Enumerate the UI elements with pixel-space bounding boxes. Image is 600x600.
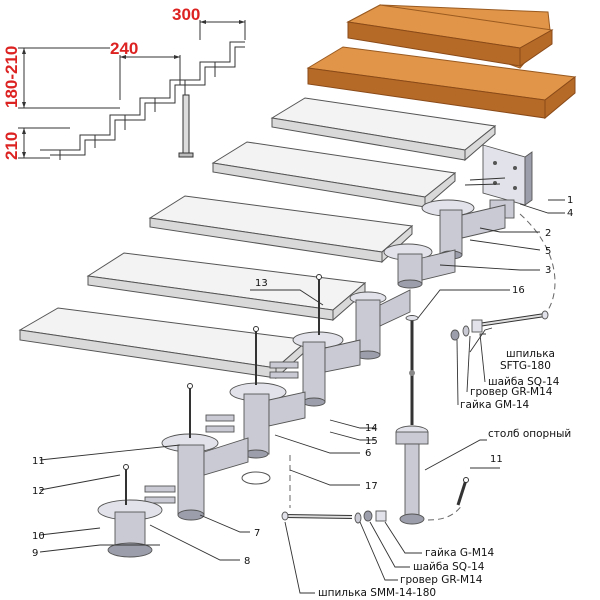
tread-studs	[123, 274, 322, 505]
callout-5: 5	[545, 246, 551, 257]
dim-first-riser: 210	[2, 132, 21, 160]
callout-11-left: 11	[32, 456, 45, 467]
callout-17: 17	[365, 481, 378, 492]
step-module-bottom	[97, 499, 163, 558]
callout-14: 14	[365, 423, 378, 434]
callout-10: 10	[32, 531, 45, 542]
label-washer-sq-top: шайба SQ-14	[488, 376, 560, 388]
stair-side-sketch	[18, 20, 246, 160]
callout-3: 3	[545, 265, 551, 276]
callout-12: 12	[32, 486, 45, 497]
label-stud-sftg-line2: SFTG-180	[500, 360, 551, 372]
label-nut-gm: гайка GM-14	[460, 399, 530, 411]
callout-1: 1	[567, 195, 573, 206]
tread-board-4	[86, 252, 367, 322]
tread-board-5	[18, 307, 310, 380]
callout-8: 8	[244, 556, 250, 567]
guide-arc-upper	[519, 213, 556, 311]
support-post	[395, 425, 429, 525]
wall-bracket	[464, 144, 533, 219]
leader-lines	[39, 199, 565, 594]
label-support-post: столб опорный	[488, 428, 571, 440]
wood-tread-upper	[346, 4, 554, 69]
step-module-6	[144, 433, 249, 521]
label-grover-bottom: гровер GR-M14	[400, 574, 483, 586]
tread-board-3	[148, 195, 414, 264]
callout-6: 6	[365, 448, 371, 459]
callout-11-right: 11	[490, 454, 503, 465]
hardware-lower	[281, 510, 387, 524]
label-stud-sftg-line1: шпилька	[506, 348, 555, 360]
label-grover-top: гровер GR-M14	[470, 386, 553, 398]
adjustable-stud-16	[405, 315, 419, 425]
tread-board-2	[211, 141, 457, 209]
callout-4: 4	[567, 208, 573, 219]
hardware-upper	[450, 310, 549, 341]
callout-13: 13	[255, 278, 268, 289]
stud-11-right	[456, 477, 469, 506]
tread-board-1	[270, 97, 497, 162]
callout-7: 7	[254, 528, 260, 539]
callout-2: 2	[545, 228, 551, 239]
callout-16: 16	[512, 285, 525, 296]
dim-tread-depth: 300	[172, 5, 200, 24]
label-stud-smm: шпилька SMM-14-180	[318, 587, 436, 599]
callout-15: 15	[365, 436, 378, 447]
label-stud-sftg: шпилька SFTG-180	[500, 348, 558, 372]
dim-riser-range: 180-210	[2, 46, 21, 108]
label-washer-sq-bottom: шайба SQ-14	[413, 561, 485, 573]
callout-9: 9	[32, 548, 38, 559]
label-nut-g: гайка G-M14	[425, 547, 495, 559]
step-module-top	[421, 199, 506, 260]
guide-arc-lower	[427, 504, 463, 521]
step-module-2	[383, 243, 456, 289]
step-module-4	[269, 331, 361, 407]
dim-step-pitch: 240	[110, 39, 138, 58]
wood-tread-lower	[306, 46, 577, 120]
